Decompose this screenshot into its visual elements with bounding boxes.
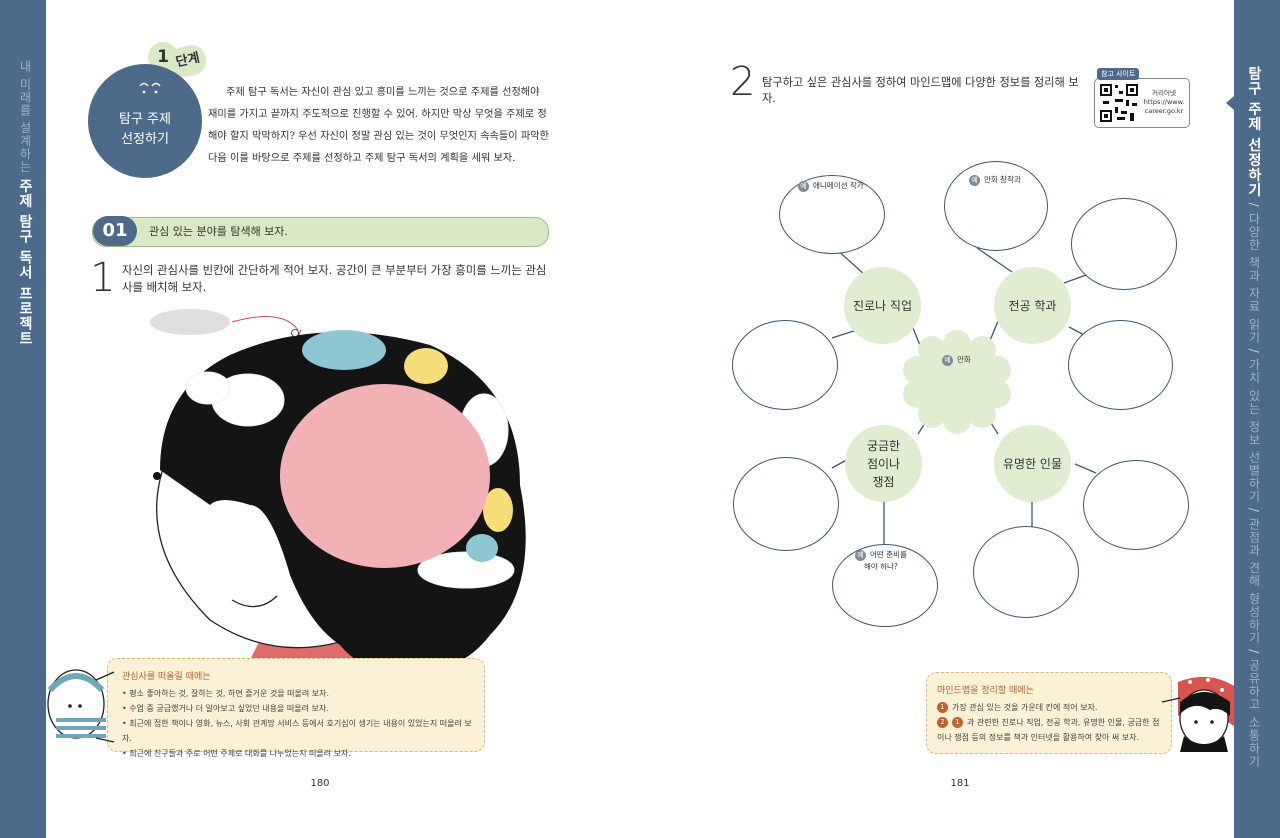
node-curious[interactable]: 궁금한 점이나 쟁점 [845, 425, 922, 502]
pointer-arrow [231, 316, 299, 331]
step-circle: 탐구 주제 선정하기 [88, 64, 202, 178]
right-side-nav: 탐구 주제 선정하기 / 다양한 책과 자료 읽기 / 가치 있는 정보 선별하… [1246, 66, 1262, 768]
face-icon [139, 82, 161, 94]
reference-site-name: 커리어넷 [1152, 89, 1176, 97]
section-banner: 01 관심 있는 분야를 탐색해 보자. [92, 216, 549, 247]
node-career[interactable]: 진로나 직업 [844, 267, 921, 344]
side-label-title: 주제 탐구 독서 프로젝트 [17, 178, 33, 347]
right-side-bar: 탐구 주제 선정하기 / 다양한 책과 자료 읽기 / 가치 있는 정보 선별하… [1226, 0, 1280, 838]
yellow-cloud [404, 348, 448, 384]
side-nav-item: 공유하고 소통하기 [1247, 659, 1261, 768]
mindmap-bubble[interactable] [1068, 320, 1173, 410]
side-label-sub: 내 미래를 설계하는 [18, 60, 32, 174]
character-left-illustration [47, 669, 115, 743]
reference-url: career.go.kr [1144, 107, 1184, 115]
task-2-instruction: 탐구하고 싶은 관심사를 정하여 마인드맵에 다양한 정보를 정리해 보자. [762, 76, 1079, 105]
section-title: 관심 있는 분야를 탐색해 보자. [149, 225, 288, 238]
tip-item: • 수업 중 궁금했거나 더 알아보고 싶었던 내용을 떠올려 보자. [122, 704, 329, 713]
speech-bubble-shape [150, 309, 230, 335]
qr-code-icon [1099, 83, 1139, 123]
character-right-illustration [1161, 676, 1234, 752]
reference-text: 커리어넷 https://www. career.go.kr [1141, 89, 1187, 116]
task-instruction: 자신의 관심사를 빈칸에 간단하게 적어 보자. 공간이 큰 부분부터 가장 흥… [122, 263, 547, 294]
center-node-shape [903, 330, 1011, 434]
blue-cloud [302, 330, 386, 370]
step-circle-title: 탐구 주제 선정하기 [119, 111, 171, 147]
tip-title: 마인드맵을 정리할 때에는 [937, 686, 1034, 696]
node-career-label: 진로나 직업 [852, 298, 912, 313]
task-number-2: 2 [730, 59, 756, 105]
side-nav-item: 다양한 책과 자료 읽기 [1247, 212, 1261, 344]
page-number-left: 180 [310, 778, 330, 789]
task-number: 1 [90, 255, 116, 301]
mindmap-bubble[interactable] [973, 526, 1079, 618]
node-curious-label: 궁금한 점이나 쟁점 [866, 438, 901, 489]
side-nav-item: 관점과 견해 형성하기 [1247, 517, 1261, 645]
tip-title: 관심사를 떠올릴 때에는 [122, 672, 211, 682]
tip-item: • 최근에 접한 책이나 영화, 뉴스, 사회 관계망 서비스 등에서 호기심이… [122, 719, 472, 743]
mindmap-bubble[interactable] [732, 320, 838, 410]
node-famous-label: 유명한 인물 [1002, 456, 1062, 471]
smile [231, 595, 278, 608]
page-number-right: 181 [950, 778, 970, 789]
active-marker [1226, 96, 1234, 110]
head-illustration [150, 309, 526, 670]
large-pink-cloud [280, 384, 490, 568]
side-nav-item: 가치 있는 정보 선별하기 [1247, 358, 1261, 504]
reference-tag: 참고 사이트 [1097, 68, 1140, 80]
intro-paragraph: 주제 탐구 독서는 자신이 관심 있고 흥미를 느끼는 것으로 주제를 선정해야… [208, 87, 549, 164]
left-side-label: 내 미래를 설계하는 주제 탐구 독서 프로젝트 [15, 60, 35, 346]
left-side-bar: 내 미래를 설계하는 주제 탐구 독서 프로젝트 [0, 0, 46, 838]
node-famous[interactable]: 유명한 인물 [994, 425, 1071, 502]
eye [153, 472, 161, 480]
tip-item: • 최근에 친구들과 주로 어떤 주제로 대화를 나누었는지 떠올려 보자. [122, 749, 351, 758]
node-major[interactable]: 전공 학과 [994, 267, 1071, 344]
mindmap-bubble[interactable] [1083, 460, 1189, 550]
reference-site-box: 참고 사이트 커리어넷 https://www. career.go.kr [1094, 68, 1190, 128]
mindmap-bubble[interactable] [733, 457, 839, 551]
tip-item: • 평소 좋아하는 것, 잘하는 것, 하면 즐거운 것을 떠올려 보자. [122, 689, 330, 698]
side-nav-current: 탐구 주제 선정하기 [1246, 66, 1262, 198]
left-tip-box: 관심사를 떠올릴 때에는 • 평소 좋아하는 것, 잘하는 것, 하면 즐거운 … [107, 658, 485, 758]
node-major-label: 전공 학과 [1008, 298, 1057, 313]
section-number: 01 [93, 216, 137, 246]
reference-url: https://www. [1143, 98, 1185, 106]
mindmap-bubble[interactable] [1071, 198, 1177, 290]
